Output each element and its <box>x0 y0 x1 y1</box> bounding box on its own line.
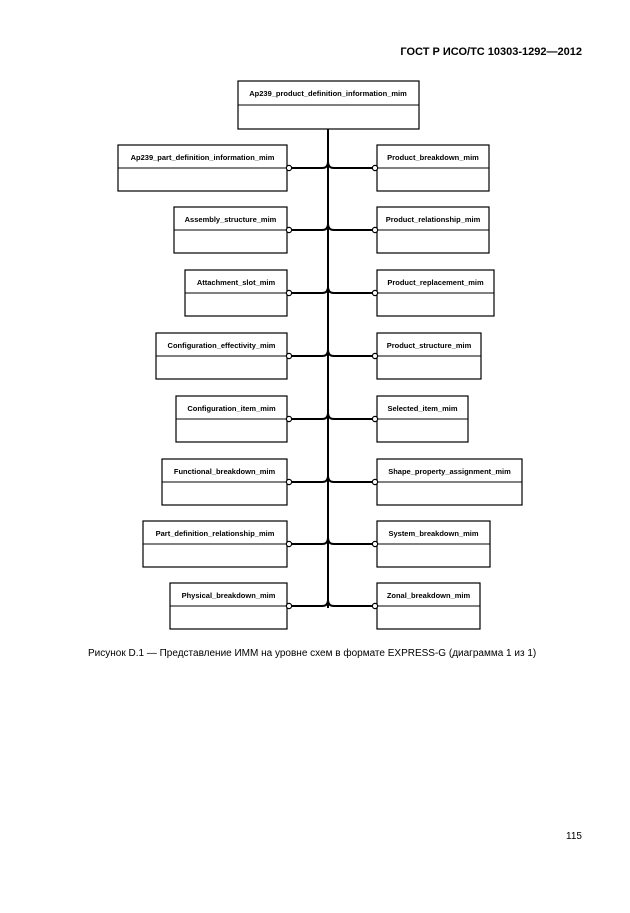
document-header: ГОСТ Р ИСО/ТС 10303-1292—2012 <box>400 46 582 58</box>
left-connector <box>285 537 329 548</box>
left-schema-boxes: Ap239_part_definition_information_mimAss… <box>117 144 329 630</box>
right-schema-box: Product_breakdown_mim <box>376 144 490 192</box>
connector-circle <box>371 226 379 234</box>
left-connector <box>285 412 329 423</box>
left-connector <box>285 599 329 610</box>
figure-caption: Рисунок D.1 — Представление ИММ на уровн… <box>88 648 537 659</box>
left-schema-box: Ap239_part_definition_information_mim <box>117 144 288 192</box>
left-schema-box: Attachment_slot_mim <box>184 269 288 317</box>
left-schema-label: Physical_breakdown_mim <box>182 591 276 600</box>
right-schema-box: Product_replacement_mim <box>376 269 495 317</box>
connector-circle <box>371 415 379 423</box>
root-schema-label: Ap239_product_definition_information_mim <box>249 89 407 98</box>
right-connector <box>327 475 379 486</box>
connector-circle <box>285 540 293 548</box>
right-connector <box>327 161 379 172</box>
connector-circle <box>371 289 379 297</box>
right-schema-box: Shape_property_assignment_mim <box>376 458 523 506</box>
right-schema-label: Product_replacement_mim <box>387 278 484 287</box>
left-connector <box>285 475 329 486</box>
connector-circle <box>371 164 379 172</box>
right-schema-box: Zonal_breakdown_mim <box>376 582 481 630</box>
right-connector <box>327 349 379 360</box>
left-schema-box: Physical_breakdown_mim <box>169 582 288 630</box>
left-schema-label: Functional_breakdown_mim <box>174 467 276 476</box>
right-connector <box>327 599 379 610</box>
right-schema-box: Product_structure_mim <box>376 332 482 380</box>
express-g-diagram: Ap239_product_definition_information_mim… <box>117 80 523 630</box>
right-schema-label: System_breakdown_mim <box>388 529 478 538</box>
right-schema-label: Product_breakdown_mim <box>387 153 479 162</box>
left-schema-label: Ap239_part_definition_information_mim <box>131 153 275 162</box>
left-connector <box>285 349 329 360</box>
left-schema-box: Configuration_effectivity_mim <box>155 332 288 380</box>
right-schema-label: Product_relationship_mim <box>386 215 481 224</box>
connector-circle <box>371 478 379 486</box>
right-connector <box>327 223 379 234</box>
right-schema-label: Product_structure_mim <box>387 341 472 350</box>
left-schema-label: Configuration_effectivity_mim <box>168 341 276 350</box>
right-connector <box>327 286 379 297</box>
connector-circle <box>285 164 293 172</box>
left-schema-label: Part_definition_relationship_mim <box>156 529 275 538</box>
right-schema-boxes: Product_breakdown_mimProduct_relationshi… <box>327 144 523 630</box>
right-connector <box>327 412 379 423</box>
right-connector <box>327 537 379 548</box>
connector-circle <box>285 415 293 423</box>
right-schema-label: Selected_item_mim <box>387 404 457 413</box>
connector-circle <box>285 352 293 360</box>
left-schema-box: Part_definition_relationship_mim <box>142 520 288 568</box>
connector-circle <box>285 289 293 297</box>
right-schema-label: Shape_property_assignment_mim <box>388 467 511 476</box>
right-schema-box: System_breakdown_mim <box>376 520 491 568</box>
connector-circle <box>371 352 379 360</box>
left-schema-label: Attachment_slot_mim <box>197 278 276 287</box>
left-connector <box>285 286 329 297</box>
right-schema-label: Zonal_breakdown_mim <box>387 591 471 600</box>
left-schema-box: Assembly_structure_mim <box>173 206 288 254</box>
left-connector <box>285 223 329 234</box>
connector-circle <box>371 540 379 548</box>
connector-circle <box>285 478 293 486</box>
right-schema-box: Selected_item_mim <box>376 395 469 443</box>
left-schema-box: Functional_breakdown_mim <box>161 458 288 506</box>
left-schema-box: Configuration_item_mim <box>175 395 288 443</box>
left-connector <box>285 161 329 172</box>
page-number: 115 <box>566 831 582 842</box>
left-schema-label: Configuration_item_mim <box>187 404 276 413</box>
connector-circle <box>285 226 293 234</box>
left-schema-label: Assembly_structure_mim <box>185 215 277 224</box>
connector-circle <box>285 602 293 610</box>
connector-circle <box>371 602 379 610</box>
root-schema-box: Ap239_product_definition_information_mim <box>237 80 420 130</box>
right-schema-box: Product_relationship_mim <box>376 206 490 254</box>
